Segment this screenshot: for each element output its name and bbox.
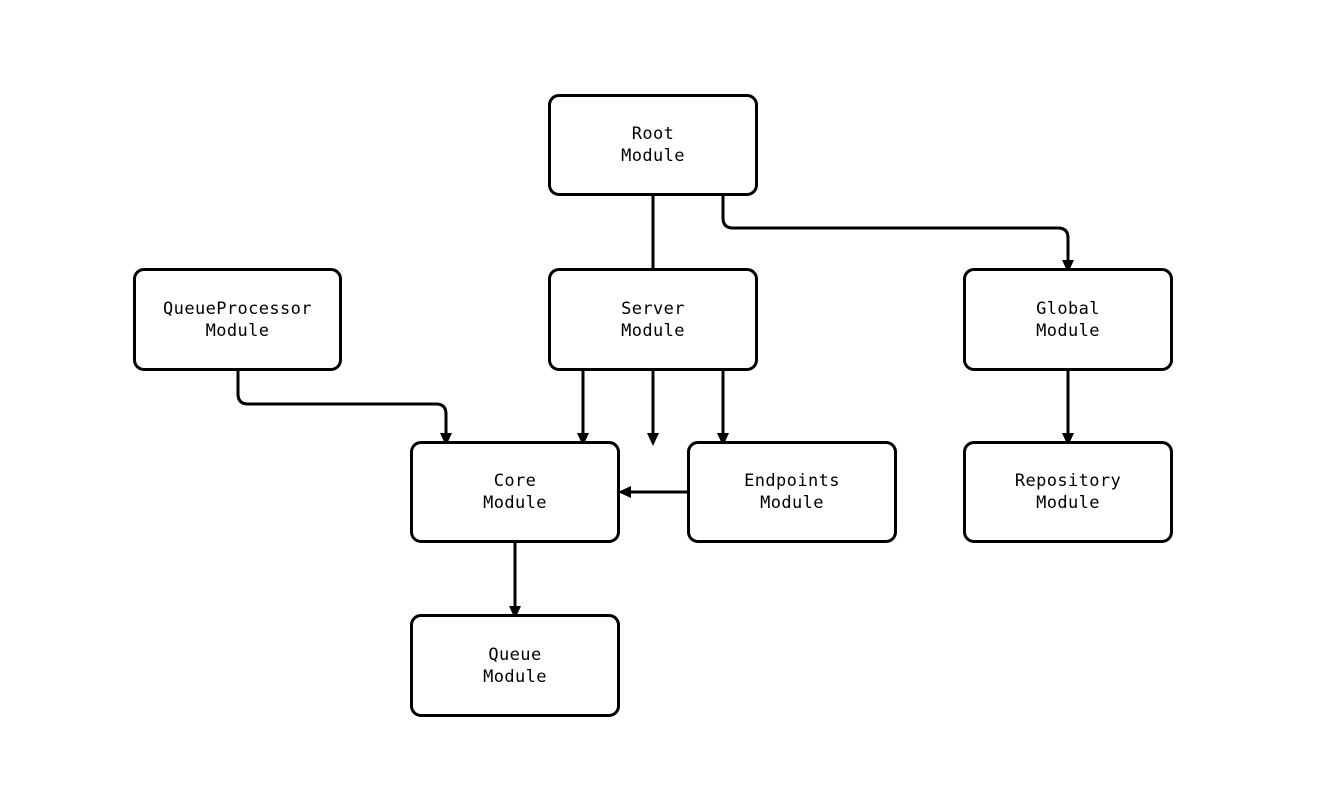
node-label-line2: Module [621,320,685,341]
core-module-node[interactable]: Core Module [410,441,620,543]
node-label-line1: Global [1036,298,1100,319]
node-label-line1: Server [621,298,685,319]
server-module-node[interactable]: Server Module [548,268,758,371]
node-label-line1: QueueProcessor [163,298,312,319]
node-label-line2: Module [483,493,547,513]
queueprocessor-module-node[interactable]: QueueProcessor Module [133,268,342,371]
global-module-node[interactable]: Global Module [963,268,1173,371]
endpoints-module-node[interactable]: Endpoints Module [687,441,897,543]
node-label-line2: Module [1036,320,1100,341]
queue-module-node[interactable]: Queue Module [410,614,620,717]
node-label-line1: Core [493,471,537,491]
node-label-line2: Module [483,666,547,687]
node-label-line1: Queue [488,644,542,665]
node-label-line2: Module [760,493,824,513]
node-label-line2: Module [1036,493,1100,513]
node-label-line1: Repository [1014,471,1122,491]
root-module-node[interactable]: Root Module [548,94,758,196]
node-label-line2: Module [205,320,270,341]
node-label-line1: Endpoints [744,471,840,491]
edge-root-to-global [721,196,1074,273]
edge-queueprocessor-to-core [236,371,452,446]
node-label-line2: Module [621,146,685,166]
node-label-line1: Root [631,124,675,144]
repository-module-node[interactable]: Repository Module [963,441,1173,543]
